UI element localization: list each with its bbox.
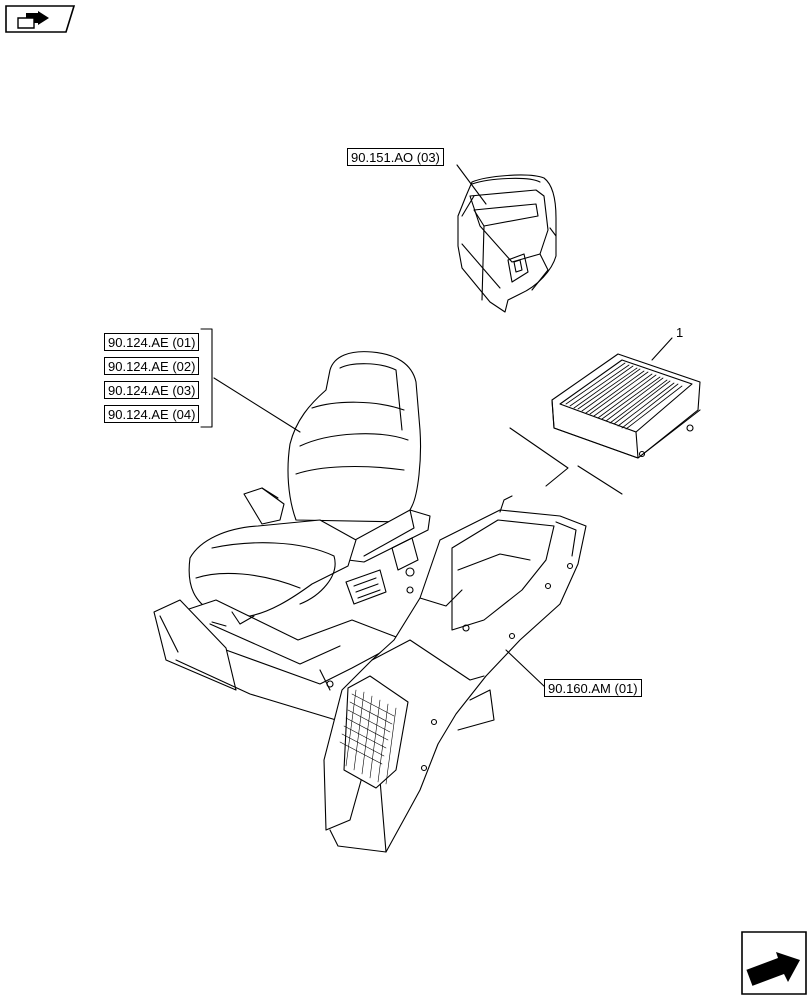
leader-floor bbox=[505, 649, 547, 689]
console-panel-part bbox=[323, 495, 587, 853]
ref-label-seat-01[interactable]: 90.124.AE (01) bbox=[104, 333, 200, 351]
item-number-1: 1 bbox=[676, 325, 684, 340]
ref-label-seat-02[interactable]: 90.124.AE (02) bbox=[104, 357, 200, 375]
leader-seat bbox=[213, 377, 301, 433]
ref-label-console[interactable]: 90.160.AM (01) bbox=[544, 679, 642, 697]
ref-label-seat-04[interactable]: 90.124.AE (04) bbox=[104, 405, 200, 423]
leader-top bbox=[456, 164, 487, 205]
seat-ref-bracket bbox=[200, 328, 213, 428]
ref-label-cover[interactable]: 90.151.AO (03) bbox=[347, 148, 444, 166]
filter-element-part bbox=[551, 353, 701, 459]
leader-item-1 bbox=[651, 337, 673, 361]
folder-back-icon[interactable] bbox=[4, 4, 76, 34]
callout-wedge bbox=[509, 427, 569, 487]
cover-bracket-part bbox=[457, 174, 557, 313]
next-page-arrow-icon[interactable] bbox=[738, 930, 808, 996]
operator-seat-part bbox=[153, 351, 431, 721]
ref-label-seat-03[interactable]: 90.124.AE (03) bbox=[104, 381, 200, 399]
